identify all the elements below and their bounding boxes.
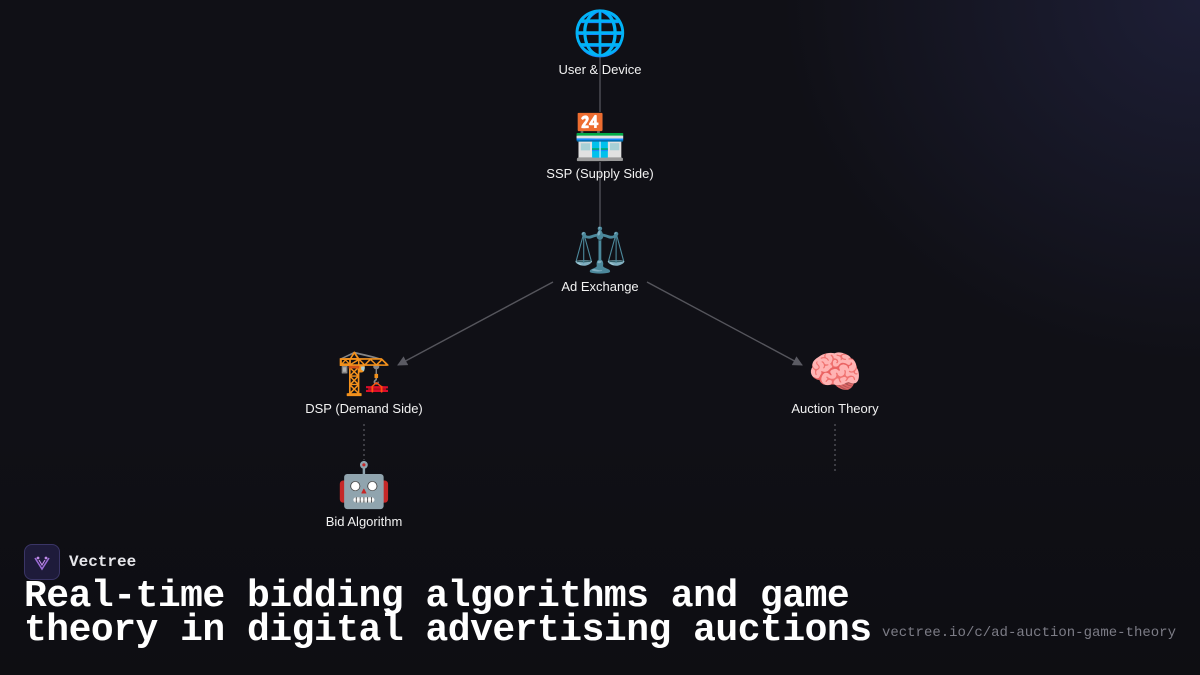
node-label: User & Device <box>558 62 642 77</box>
globe-icon: 🌐 <box>572 8 628 59</box>
balance-scale-icon: ⚖️ <box>572 225 628 276</box>
edge-exchange-dsp <box>397 281 554 366</box>
brand-name: Vectree <box>69 553 137 571</box>
vectree-logo-icon <box>24 544 60 580</box>
brand: Vectree <box>24 544 136 580</box>
page-title: Real-time bidding algorithms and game th… <box>24 575 872 652</box>
node-label: SSP (Supply Side) <box>546 166 654 181</box>
node-dsp: 🏗️ DSP (Demand Side) <box>264 345 464 416</box>
node-ssp: 🏪 SSP (Supply Side) <box>500 110 700 181</box>
node-auction-theory: 🧠 Auction Theory <box>735 345 935 416</box>
convenience-store-icon: 🏪 <box>572 112 628 163</box>
node-ad-exchange: ⚖️ Ad Exchange <box>500 223 700 294</box>
node-label: Bid Algorithm <box>325 514 403 529</box>
building-construction-icon: 🏗️ <box>336 347 392 398</box>
node-label: Auction Theory <box>791 401 879 416</box>
edge-exchange-theory <box>646 281 803 366</box>
node-label: DSP (Demand Side) <box>305 401 423 416</box>
node-label: Ad Exchange <box>561 279 639 294</box>
brain-icon: 🧠 <box>807 347 863 398</box>
node-bid-algorithm: 🤖 Bid Algorithm <box>264 458 464 529</box>
source-url: vectree.io/c/ad-auction-game-theory <box>881 625 1176 641</box>
node-user-device: 🌐 User & Device <box>500 6 700 77</box>
robot-icon: 🤖 <box>336 460 392 511</box>
